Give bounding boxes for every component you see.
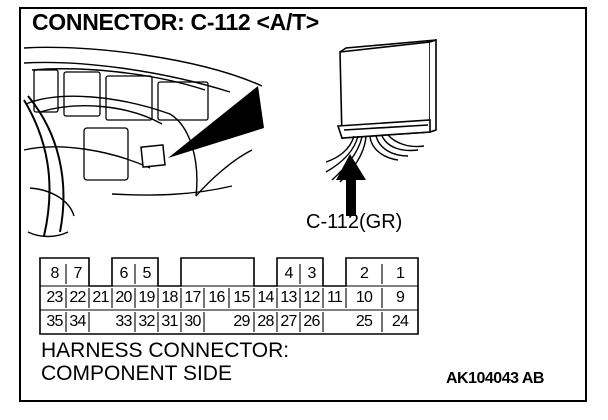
pin-20: 20 bbox=[115, 289, 132, 306]
connector-arrow bbox=[336, 154, 366, 216]
pin-14: 14 bbox=[257, 289, 274, 306]
caption-line-2: COMPONENT SIDE bbox=[41, 362, 232, 385]
pin-12: 12 bbox=[303, 289, 320, 306]
pin-17: 17 bbox=[184, 289, 201, 306]
pin-23: 23 bbox=[46, 289, 63, 306]
pin-33: 33 bbox=[115, 313, 132, 330]
dashboard-illustration bbox=[23, 46, 263, 238]
pin-cavity-dividers bbox=[40, 264, 419, 332]
pin-8: 8 bbox=[50, 265, 59, 282]
pin-10: 10 bbox=[355, 289, 373, 306]
pin-6: 6 bbox=[119, 265, 128, 282]
pin-13: 13 bbox=[280, 289, 297, 306]
pin-35: 35 bbox=[46, 313, 63, 330]
pin-28: 28 bbox=[257, 313, 274, 330]
pin-24: 24 bbox=[391, 313, 409, 330]
pin-27: 27 bbox=[280, 313, 297, 330]
caption-line-1: HARNESS CONNECTOR: bbox=[41, 339, 290, 362]
pin-19: 19 bbox=[138, 289, 155, 306]
pin-32: 32 bbox=[138, 313, 155, 330]
pin-18: 18 bbox=[161, 289, 178, 306]
connector-location-marker bbox=[140, 144, 166, 168]
pin-34: 34 bbox=[69, 313, 86, 330]
pin-26: 26 bbox=[303, 313, 320, 330]
pin-2: 2 bbox=[359, 265, 369, 282]
pin-11: 11 bbox=[326, 289, 343, 306]
pin-9: 9 bbox=[395, 289, 405, 306]
connector-title: CONNECTOR: C-112 <A/T> bbox=[32, 9, 319, 35]
pin-1: 1 bbox=[395, 265, 405, 282]
pin-21: 21 bbox=[92, 289, 109, 306]
pin-29: 29 bbox=[233, 313, 250, 330]
pin-4: 4 bbox=[284, 265, 293, 282]
pin-5: 5 bbox=[142, 265, 151, 282]
pin-22: 22 bbox=[69, 289, 86, 306]
figure-frame bbox=[19, 7, 587, 402]
pin-7: 7 bbox=[73, 265, 82, 282]
location-pointer-wedge bbox=[168, 86, 264, 158]
pin-15: 15 bbox=[233, 289, 250, 306]
dashboard-vents bbox=[33, 69, 209, 181]
pin-31: 31 bbox=[161, 313, 178, 330]
pin-25: 25 bbox=[355, 313, 373, 330]
figure-code: AK104043 AB bbox=[446, 370, 544, 387]
connector-callout-label: C-112(GR) bbox=[306, 211, 403, 233]
control-unit-illustration bbox=[336, 38, 437, 139]
pin-3: 3 bbox=[307, 265, 316, 282]
pin-30: 30 bbox=[184, 313, 201, 330]
pin-16: 16 bbox=[208, 289, 225, 306]
